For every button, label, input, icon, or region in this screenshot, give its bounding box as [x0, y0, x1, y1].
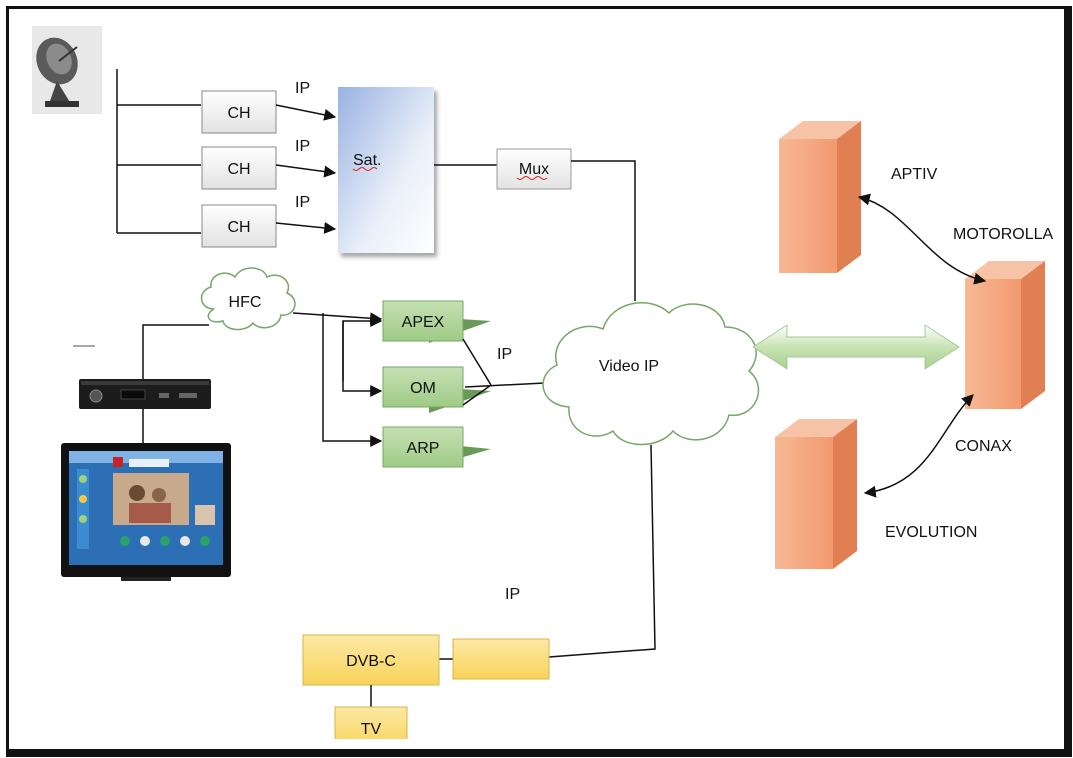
set-top-box-icon	[73, 345, 211, 409]
television-icon	[61, 443, 231, 581]
dvb-c-box: DVB-C	[302, 634, 440, 686]
hfc-to-apex-arrow	[292, 312, 383, 325]
channel-label: CH	[227, 161, 250, 178]
hfc-to-arp-arrow	[322, 313, 383, 447]
tv-box: TV	[334, 706, 408, 750]
video-ip-label: Video IP	[599, 358, 659, 375]
aptiv-server	[779, 121, 861, 273]
diagram-frame: CH CH CH IP IP IP Sat. Mux HFC	[6, 6, 1072, 757]
conax-label: CONAX	[955, 438, 1012, 455]
arp-box: ARP	[382, 426, 491, 468]
ip-label-ch3: IP	[295, 194, 310, 211]
channel-box-2: CH	[201, 146, 277, 190]
channel-box-1: CH	[201, 90, 277, 134]
channel-label: CH	[227, 105, 250, 122]
channel-box-3: CH	[201, 204, 277, 248]
video-ip-cloud: Video IP	[542, 302, 760, 446]
motorolla-label: MOTOROLLA	[953, 226, 1053, 243]
network-diagram: CH CH CH IP IP IP Sat. Mux HFC	[32, 26, 1054, 750]
mux-box: Mux	[496, 148, 572, 190]
channel-bus	[116, 69, 201, 234]
om-to-cloud-line	[462, 384, 492, 406]
ip-gateway-box	[452, 638, 550, 680]
dvb-c-label: DVB-C	[346, 653, 396, 670]
channel-label: CH	[227, 219, 250, 236]
apex-box: APEX	[382, 300, 491, 343]
mux-label: Mux	[519, 161, 549, 178]
mux-to-cloud-line	[571, 160, 636, 301]
cloud-to-servers-double-arrow	[752, 324, 960, 370]
edge-to-cloud-line	[464, 382, 546, 388]
om-label: OM	[410, 380, 436, 397]
aptiv-label: APTIV	[891, 166, 938, 183]
hfc-label: HFC	[229, 294, 262, 311]
ch1-to-sat-arrow	[275, 104, 337, 121]
arp-label: ARP	[407, 440, 440, 457]
apex-label: APEX	[402, 314, 445, 331]
sat-box: Sat.	[338, 87, 434, 253]
ch3-to-sat-arrow	[275, 221, 337, 234]
apex-to-om-arrow	[342, 321, 383, 397]
hfc-cloud: HFC	[200, 267, 296, 331]
evolution-to-motorolla-arrow	[863, 394, 974, 498]
satellite-dish-icon	[32, 26, 102, 114]
cloud-to-dvb-line	[548, 444, 656, 658]
sat-label: Sat.	[353, 152, 381, 169]
bottom-ip-label: IP	[505, 586, 520, 603]
evolution-server	[775, 419, 857, 569]
om-box: OM	[382, 366, 491, 413]
aptiv-to-motorolla-arrow	[857, 193, 987, 285]
motorolla-server	[965, 261, 1045, 409]
ch2-to-sat-arrow	[275, 164, 337, 178]
edge-ip-label: IP	[497, 346, 512, 363]
om-to-apex-arrow	[342, 315, 383, 381]
ip-label-ch1: IP	[295, 80, 310, 97]
evolution-label: EVOLUTION	[885, 524, 977, 541]
tv-label: TV	[361, 721, 382, 738]
apex-to-cloud-line	[462, 338, 492, 386]
stb-to-hfc-line	[142, 324, 209, 381]
ip-label-ch2: IP	[295, 138, 310, 155]
